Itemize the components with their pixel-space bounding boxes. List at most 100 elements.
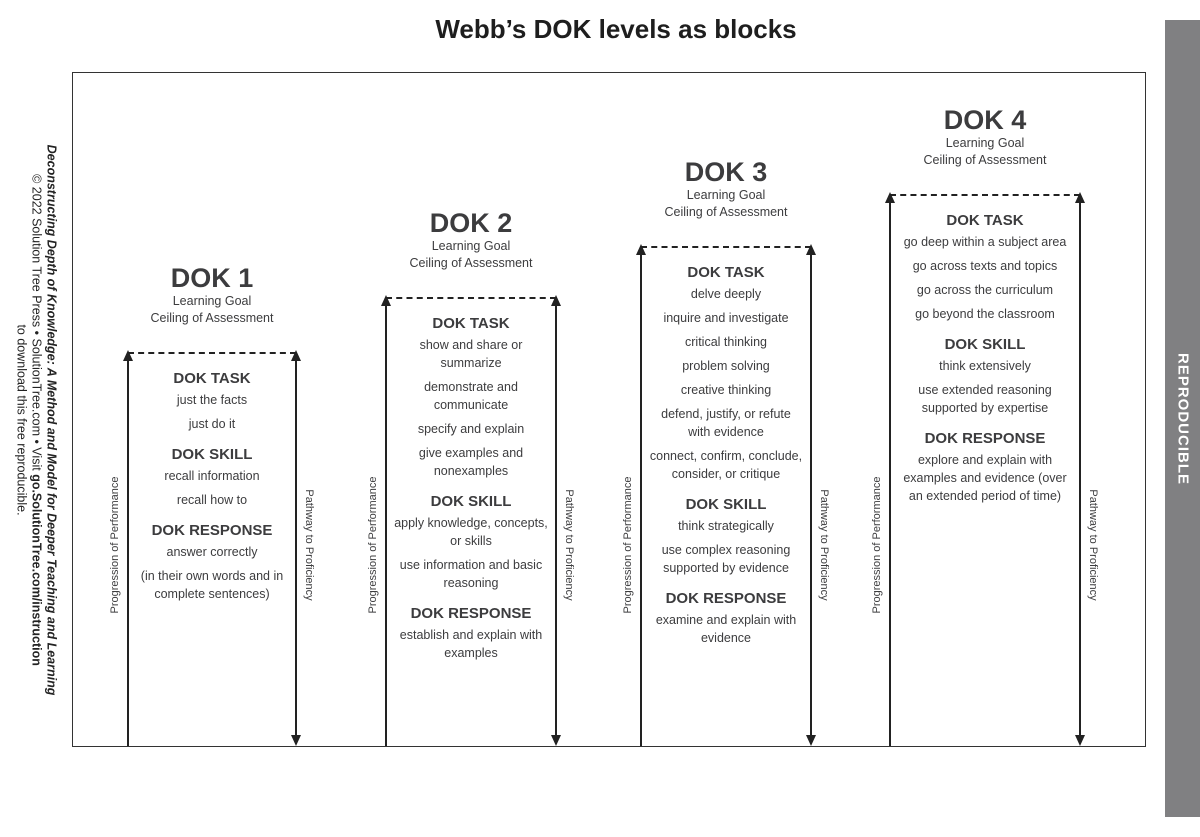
- section-item: demonstrate and communicate: [424, 380, 518, 412]
- ceiling-dashed-line: [386, 297, 556, 299]
- pathway-label: Pathway to Proficiency: [303, 489, 315, 601]
- section-item: go across the curriculum: [916, 283, 1054, 297]
- block-content: DOK TASK show and share or summarize demon…: [394, 315, 548, 668]
- section-item: use complex reasoning supported by evide…: [661, 543, 791, 575]
- section-item: just do it: [188, 417, 236, 431]
- book-title: Deconstructing Depth of Knowledge: A Met…: [44, 144, 59, 696]
- section-item: explore and explain with examples and ev…: [903, 453, 1067, 503]
- section-item: recall how to: [176, 493, 248, 507]
- learning-goal-label: Learning Goal: [431, 239, 511, 253]
- learning-goal-label: Learning Goal: [172, 294, 252, 308]
- section-item: go beyond the classroom: [915, 307, 1055, 321]
- section-heading: DOK SKILL: [944, 336, 1026, 353]
- section-item: connect, confirm, conclude, consider, or…: [649, 449, 803, 481]
- arrowhead-up-icon: [551, 295, 561, 306]
- progression-arrow: [127, 354, 129, 746]
- download-note: to download this free reproducible.: [14, 324, 29, 516]
- section-item: specify and explain: [417, 422, 525, 436]
- progression-label: Progression of Performance: [622, 476, 634, 614]
- section-item: recall information: [164, 469, 260, 483]
- page-title: Webb’s DOK levels as blocks: [435, 14, 797, 44]
- pathway-arrow: [810, 248, 812, 744]
- block-title: DOK 1: [170, 263, 254, 293]
- section-item: (in their own words and in complete sent…: [140, 569, 284, 601]
- arrowhead-up-icon: [636, 244, 646, 255]
- block-content: DOK TASK just the facts just do it DOK SKIL…: [136, 370, 288, 609]
- section-item: use information and basic reasoning: [399, 558, 543, 590]
- arrowhead-up-icon: [806, 244, 816, 255]
- progression-arrow: [640, 248, 642, 746]
- ceiling-label: Ceiling of Assessment: [664, 205, 788, 219]
- section-item: examine and explain with evidence: [655, 613, 797, 645]
- progression-label: Progression of Performance: [871, 476, 883, 614]
- section-heading: DOK SKILL: [430, 493, 512, 510]
- ceiling-dashed-line: [128, 352, 296, 354]
- section-heading: DOK RESPONSE: [151, 522, 273, 539]
- progression-label: Progression of Performance: [109, 476, 121, 614]
- diagram-frame: [72, 72, 1146, 747]
- pathway-label: Pathway to Proficiency: [818, 489, 830, 601]
- section-heading: DOK TASK: [432, 315, 510, 332]
- copyright-text: © 2022 Solution Tree Press • SolutionTre…: [29, 174, 44, 475]
- block-title: DOK 2: [429, 208, 513, 238]
- arrowhead-up-icon: [123, 350, 133, 361]
- section-item: use extended reasoning supported by expe…: [918, 383, 1052, 415]
- block-title: DOK 4: [943, 105, 1027, 135]
- section-heading: DOK TASK: [687, 264, 765, 281]
- arrowhead-down-icon: [291, 735, 301, 746]
- section-item: critical thinking: [685, 335, 767, 349]
- arrowhead-up-icon: [885, 192, 895, 203]
- credit-text: Deconstructing Depth of Knowledge: A Met…: [14, 120, 59, 720]
- progression-arrow: [385, 299, 387, 746]
- ceiling-dashed-line: [641, 246, 811, 248]
- ceiling-label: Ceiling of Assessment: [150, 311, 274, 325]
- pathway-arrow: [555, 299, 557, 744]
- pathway-label: Pathway to Proficiency: [1087, 489, 1099, 601]
- pathway-label: Pathway to Proficiency: [563, 489, 575, 601]
- block-title: DOK 3: [684, 157, 768, 187]
- learning-goal-label: Learning Goal: [686, 188, 766, 202]
- section-item: establish and explain with examples: [399, 628, 543, 660]
- section-item: think extensively: [939, 359, 1031, 373]
- arrowhead-down-icon: [806, 735, 816, 746]
- learning-goal-label: Learning Goal: [945, 136, 1025, 150]
- section-heading: DOK RESPONSE: [665, 590, 787, 607]
- ceiling-dashed-line: [890, 194, 1080, 196]
- section-item: go deep within a subject area: [903, 235, 1067, 249]
- section-heading: DOK SKILL: [685, 496, 767, 513]
- section-heading: DOK TASK: [946, 212, 1024, 229]
- pathway-arrow: [1079, 196, 1081, 744]
- progression-arrow: [889, 196, 891, 746]
- arrowhead-up-icon: [1075, 192, 1085, 203]
- section-item: creative thinking: [680, 383, 772, 397]
- section-item: problem solving: [682, 359, 770, 373]
- reproducible-tab: REPRODUCIBLE: [1165, 20, 1200, 817]
- section-heading: DOK SKILL: [171, 446, 253, 463]
- section-item: show and share or summarize: [419, 338, 523, 370]
- section-item: inquire and investigate: [663, 311, 789, 325]
- ceiling-label: Ceiling of Assessment: [923, 153, 1047, 167]
- section-heading: DOK RESPONSE: [924, 430, 1046, 447]
- section-heading: DOK RESPONSE: [410, 605, 532, 622]
- arrowhead-up-icon: [291, 350, 301, 361]
- section-item: think strategically: [678, 519, 774, 533]
- section-item: delve deeply: [690, 287, 762, 301]
- pathway-arrow: [295, 354, 297, 744]
- section-item: answer correctly: [166, 545, 258, 559]
- arrowhead-down-icon: [1075, 735, 1085, 746]
- section-item: give examples and nonexamples: [418, 446, 524, 478]
- block-content: DOK TASK go deep within a subject area go …: [898, 212, 1072, 511]
- section-item: defend, justify, or refute with evidence: [661, 407, 791, 439]
- reproducible-label: REPRODUCIBLE: [1174, 352, 1191, 485]
- section-item: just the facts: [176, 393, 248, 407]
- ceiling-label: Ceiling of Assessment: [409, 256, 533, 270]
- block-content: DOK TASK delve deeply inquire and investig…: [649, 264, 803, 653]
- progression-label: Progression of Performance: [367, 476, 379, 614]
- download-link[interactable]: go.SolutionTree.com/instruction: [29, 474, 44, 666]
- section-heading: DOK TASK: [173, 370, 251, 387]
- section-item: apply knowledge, concepts, or skills: [394, 516, 548, 548]
